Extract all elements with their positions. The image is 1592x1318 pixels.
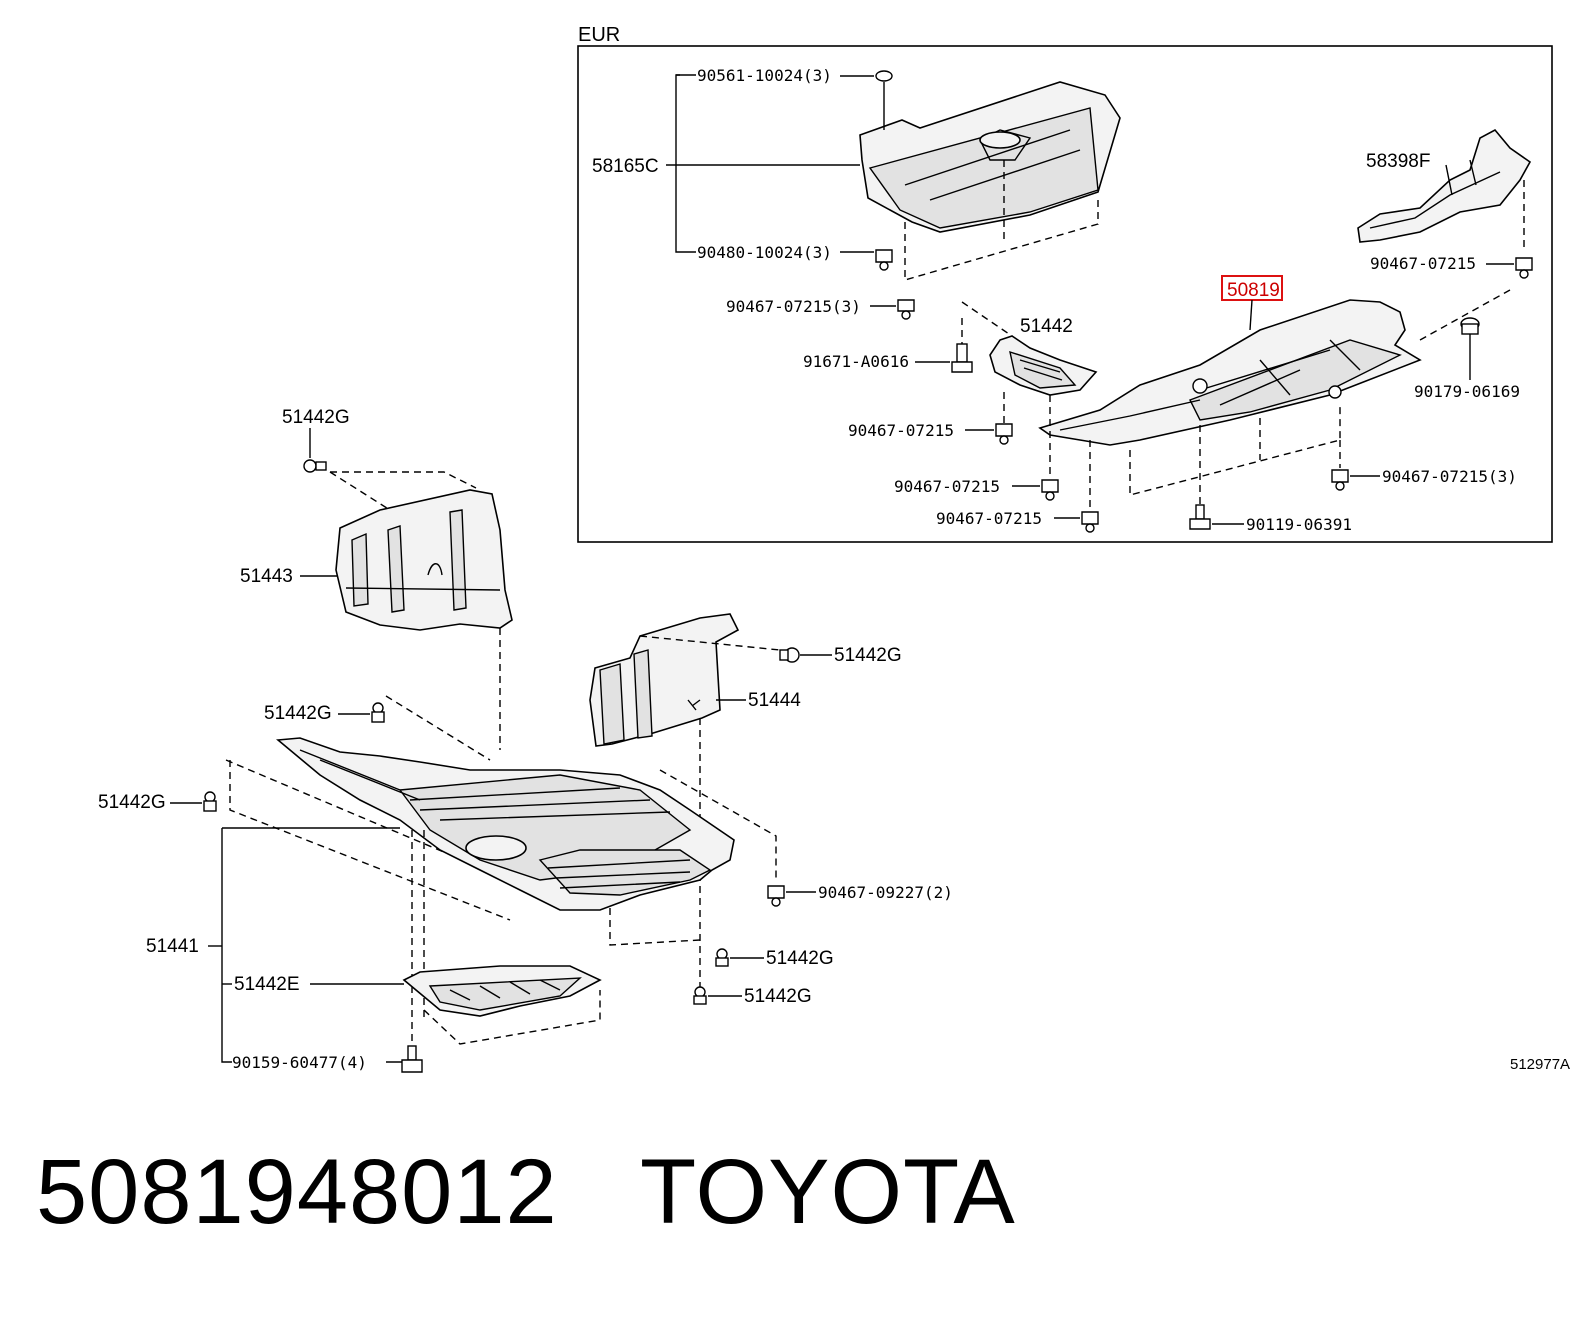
part-51444[interactable] [589,613,740,747]
part-58165c-dash [904,160,1099,281]
label-51442e: 51442E [234,974,300,995]
part-58165c[interactable] [859,81,1121,233]
label-90480-10024: 90480-10024(3) [697,243,832,262]
label-90561-10024: 90561-10024(3) [697,66,832,85]
clip-51442g-b-icon [779,647,800,663]
part-51442e[interactable] [402,965,602,1017]
part-51442-inset[interactable] [989,335,1098,396]
label-90467-07215-f: 90467-07215 [936,509,1042,528]
grommet-90179-icon [1460,317,1480,335]
label-90467-07215-d: 90467-07215 [894,477,1000,496]
label-51442g-mid: 51442G [264,703,332,724]
clip-90467-09227-icon [767,885,785,907]
label-58398f: 58398F [1366,151,1430,172]
clip-90467-c-icon [995,423,1013,445]
label-90179-06169: 90179-06169 [1414,382,1520,401]
clip-51442g-c-icon [371,702,385,723]
clip-90467-f-icon [1081,511,1099,533]
eur-inset-frame [577,45,1553,543]
label-51442g-top: 51442G [282,407,350,428]
clip-90480-icon [875,249,893,271]
label-90159-60477: 90159-60477(4) [232,1053,367,1072]
clip-51442g-e-icon [715,948,729,967]
label-51442g-left: 51442G [98,792,166,813]
label-51443: 51443 [240,566,293,587]
clip-51442g-a-icon [303,459,327,473]
inset-region-label: EUR [578,24,620,46]
label-51441: 51441 [146,936,199,957]
label-90467-07215-58398f: 90467-07215 [1370,254,1476,273]
clip-90467-b-icon [1515,257,1533,279]
part-51443[interactable] [335,489,513,631]
label-90467-07215-3-top: 90467-07215(3) [726,297,861,316]
label-51442g-lower-1: 51442G [766,948,834,969]
label-51442g-right: 51442G [834,645,902,666]
clip-90561-icon [875,70,893,130]
bolt-90119-icon [1189,504,1211,530]
bolt-90159-icon [401,1045,423,1073]
part-58398f[interactable] [1357,128,1532,243]
label-51442-inset: 51442 [1020,316,1073,337]
diagram-reference-code: 512977A [1510,1056,1571,1073]
label-50819-highlighted[interactable]: 50819 [1227,280,1280,301]
clip-90467-e-icon [1331,469,1349,491]
footer-part-number: 5081948012 [36,1141,558,1243]
label-90467-07215-3-bottom: 90467-07215(3) [1382,467,1517,486]
bolt-91671-icon [951,343,973,373]
part-51441[interactable] [276,737,735,911]
label-51442g-lower-2: 51442G [744,986,812,1007]
part-50819-dash [1089,289,1511,510]
clip-90467-d-icon [1041,479,1059,501]
label-58165c: 58165C [592,156,659,177]
footer-brand: TOYOTA [640,1141,1016,1243]
label-91671-a0616: 91671-A0616 [803,352,909,371]
part-50819[interactable] [1038,299,1422,446]
label-90119-06391: 90119-06391 [1246,515,1352,534]
bracket-58165c [675,74,696,253]
clip-51442g-f-icon [693,986,707,1005]
highlight-box-50819 [1221,275,1283,301]
label-90467-07215-c: 90467-07215 [848,421,954,440]
label-51444: 51444 [748,690,801,711]
clip-51442g-d-icon [203,791,217,812]
label-90467-09227: 90467-09227(2) [818,883,953,902]
clip-90467-a-icon [897,299,915,320]
